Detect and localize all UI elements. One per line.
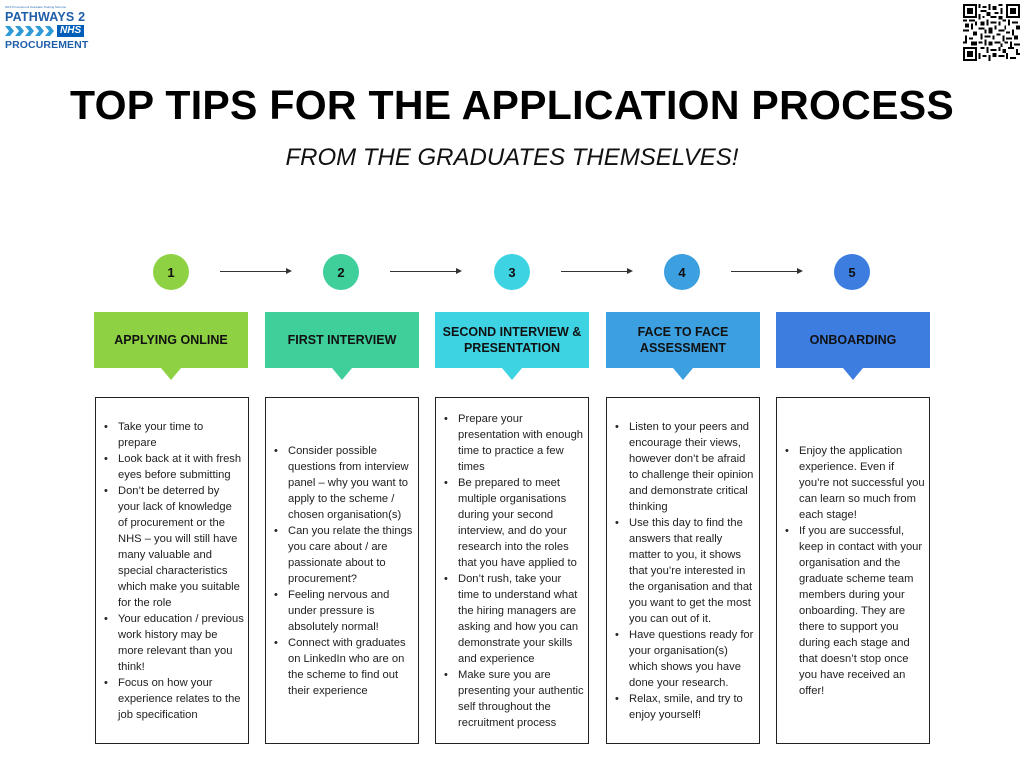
stage-4-pointer xyxy=(673,368,693,380)
stage-2-pointer xyxy=(332,368,352,380)
qr-code-icon[interactable] xyxy=(963,4,1020,61)
arrow-right-icon xyxy=(390,268,462,274)
tip-item: Have questions ready for your organisati… xyxy=(607,627,755,691)
tip-item: Prepare your presentation with enough ti… xyxy=(436,411,584,475)
step-4-circle: 4 xyxy=(664,254,700,290)
tip-item: Enjoy the application experience. Even i… xyxy=(777,443,925,523)
tip-item: Focus on how your experience relates to … xyxy=(96,675,244,723)
stage-3-heading: SECOND INTERVIEW & PRESENTATION xyxy=(435,312,589,368)
tip-item: Make sure you are presenting your authen… xyxy=(436,667,584,731)
stage-5-pointer xyxy=(843,368,863,380)
chevrons-icon xyxy=(5,26,54,36)
stage-4-heading: FACE TO FACE ASSESSMENT xyxy=(606,312,760,368)
logo-procurement-text: PROCUREMENT xyxy=(5,39,89,51)
tip-item: Look back at it with fresh eyes before s… xyxy=(96,451,244,483)
tip-item: Listen to your peers and encourage their… xyxy=(607,419,755,515)
stage-5-heading: ONBOARDING xyxy=(776,312,930,368)
arrow-right-icon xyxy=(220,268,292,274)
tip-item: Relax, smile, and try to enjoy yourself! xyxy=(607,691,755,723)
tip-item: Consider possible questions from intervi… xyxy=(266,443,414,523)
step-5-circle: 5 xyxy=(834,254,870,290)
step-1-circle: 1 xyxy=(153,254,189,290)
arrow-right-icon xyxy=(561,268,633,274)
page-subtitle: FROM THE GRADUATES THEMSELVES! xyxy=(285,144,739,171)
tip-item: Be prepared to meet multiple organisatio… xyxy=(436,475,584,571)
stage-4-tips: Listen to your peers and encourage their… xyxy=(606,397,760,744)
tip-item: Take your time to prepare xyxy=(96,419,244,451)
tip-item: Can you relate the things you care about… xyxy=(266,523,414,587)
stage-1-pointer xyxy=(161,368,181,380)
arrow-right-icon xyxy=(731,268,803,274)
logo-pathways-text: PATHWAYS 2 xyxy=(5,10,86,24)
stage-2-tips: Consider possible questions from intervi… xyxy=(265,397,419,744)
pathways-logo: NHS Procurement Graduate Training Scheme… xyxy=(5,5,95,63)
stage-5-tips: Enjoy the application experience. Even i… xyxy=(776,397,930,744)
tip-item: Your education / previous work history m… xyxy=(96,611,244,675)
tip-item: Use this day to find the answers that re… xyxy=(607,515,755,627)
step-2-circle: 2 xyxy=(323,254,359,290)
page-title: TOP TIPS FOR THE APPLICATION PROCESS xyxy=(69,82,955,128)
stage-1-tips: Take your time to prepareLook back at it… xyxy=(95,397,249,744)
nhs-logo: NHS xyxy=(57,25,85,37)
stage-3-pointer xyxy=(502,368,522,380)
tip-item: If you are successful, keep in contact w… xyxy=(777,523,925,699)
stage-1-heading: APPLYING ONLINE xyxy=(94,312,248,368)
stage-3-tips: Prepare your presentation with enough ti… xyxy=(435,397,589,744)
tip-item: Don’t rush, take your time to understand… xyxy=(436,571,584,667)
tip-item: Feeling nervous and under pressure is ab… xyxy=(266,587,414,635)
logo-small-text: NHS Procurement Graduate Training Scheme xyxy=(5,5,67,9)
tip-item: Don’t be deterred by your lack of knowle… xyxy=(96,483,244,611)
stage-2-heading: FIRST INTERVIEW xyxy=(265,312,419,368)
step-3-circle: 3 xyxy=(494,254,530,290)
tip-item: Connect with graduates on LinkedIn who a… xyxy=(266,635,414,699)
